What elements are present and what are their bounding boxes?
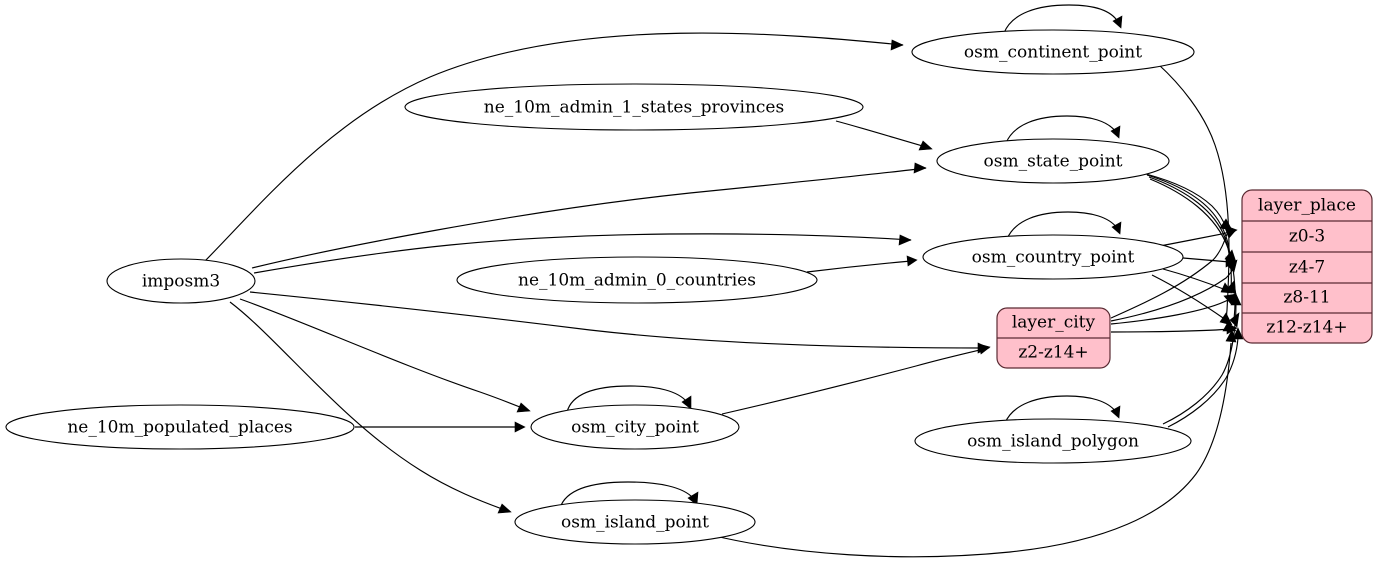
- edge-osm_country_point-to-layer_place-z8-11: [1162, 268, 1233, 294]
- edge-layer_city-to-layer_place-z12-z14: [1110, 323, 1238, 335]
- edge-layer_city-to-layer_place-z4-7: [1110, 259, 1238, 322]
- node-label-ne_10m_admin_0_countries: ne_10m_admin_0_countries: [518, 271, 756, 291]
- edge-ne_10m_admin_0_countries-to-osm_country_point: [806, 255, 918, 273]
- edge-imposm3-to-osm_city_point: [239, 298, 531, 413]
- node-ne_10m_populated_places[interactable]: ne_10m_populated_places: [5, 404, 355, 450]
- record-row-layer_place-0[interactable]: z0-3: [1289, 227, 1325, 247]
- node-ne_10m_admin_1_states_provinces[interactable]: ne_10m_admin_1_states_provinces: [404, 83, 864, 131]
- edge-ne_10m_populated_places-to-osm_city_point: [355, 421, 526, 433]
- record-row-layer_city-0[interactable]: z2-z14+: [1018, 343, 1088, 363]
- edge-osm_city_point-self-loop: [566, 385, 692, 413]
- edge-imposm3-to-osm_continent_point: [204, 32, 904, 262]
- record-row-layer_place-2[interactable]: z8-11: [1283, 288, 1330, 308]
- record-node-layer_place[interactable]: layer_place z0-3 z4-7 z8-11 z12-z14+: [1241, 189, 1373, 344]
- edge-osm_state_point-self-loop: [1005, 115, 1121, 144]
- node-osm_state_point[interactable]: osm_state_point: [936, 138, 1170, 184]
- node-label-osm_city_point: osm_city_point: [571, 418, 699, 438]
- node-ne_10m_admin_0_countries[interactable]: ne_10m_admin_0_countries: [456, 256, 818, 304]
- edge-osm_continent_point-self-loop: [1003, 4, 1123, 34]
- record-header-layer_place: layer_place: [1258, 196, 1356, 216]
- edge-osm_city_point-to-layer_city: [721, 343, 991, 415]
- node-label-osm_state_point: osm_state_point: [984, 152, 1123, 172]
- edge-osm_country_point-self-loop: [1006, 211, 1122, 240]
- record-row-layer_place-1[interactable]: z4-7: [1289, 258, 1325, 278]
- edge-osm_island_polygon-to-layer_place-z8-11: [1162, 293, 1242, 425]
- record-layer: layer_city z2-z14+ layer_place z0-3 z4-7…: [996, 189, 1373, 369]
- record-header-layer_city: layer_city: [1012, 313, 1096, 333]
- node-osm_country_point[interactable]: osm_country_point: [922, 234, 1184, 280]
- node-label-osm_island_polygon: osm_island_polygon: [967, 432, 1139, 452]
- node-label-osm_country_point: osm_country_point: [972, 248, 1135, 268]
- edge-osm_island_point-to-layer_place-z12-z14: [710, 329, 1237, 558]
- node-imposm3[interactable]: imposm3: [106, 258, 256, 304]
- edge-osm_island_point-self-loop: [559, 481, 699, 509]
- edge-layer: [204, 4, 1244, 558]
- edge-layer_city-to-layer_place-z0-3: [1110, 227, 1237, 319]
- node-layer: imposm3 ne_10m_populated_places ne_10m_a…: [5, 29, 1195, 545]
- edge-ne_10m_admin_1_states_provinces-to-osm_state_point: [835, 120, 933, 151]
- record-node-layer_city[interactable]: layer_city z2-z14+: [996, 307, 1111, 369]
- node-osm_island_polygon[interactable]: osm_island_polygon: [914, 418, 1192, 464]
- node-osm_island_point[interactable]: osm_island_point: [514, 499, 756, 545]
- edge-osm_state_point-to-layer_place-z8-11: [1148, 176, 1237, 295]
- edge-imposm3-to-osm_island_point: [229, 301, 512, 514]
- record-row-layer_place-3[interactable]: z12-z14+: [1266, 318, 1347, 338]
- node-osm_city_point[interactable]: osm_city_point: [530, 404, 740, 450]
- edge-imposm3-to-osm_state_point: [251, 162, 927, 269]
- node-osm_continent_point[interactable]: osm_continent_point: [911, 29, 1195, 75]
- edge-osm_island_polygon-to-layer_place-z12-z14: [1167, 327, 1244, 428]
- node-label-osm_island_point: osm_island_point: [561, 513, 709, 533]
- node-label-osm_continent_point: osm_continent_point: [964, 43, 1142, 63]
- node-label-imposm3: imposm3: [142, 272, 220, 292]
- node-label-ne_10m_populated_places: ne_10m_populated_places: [67, 418, 292, 438]
- edge-imposm3-to-osm_country_point: [253, 233, 912, 274]
- edge-osm_island_polygon-self-loop: [1004, 395, 1121, 424]
- node-label-ne_10m_admin_1_states_provinces: ne_10m_admin_1_states_provinces: [484, 98, 784, 118]
